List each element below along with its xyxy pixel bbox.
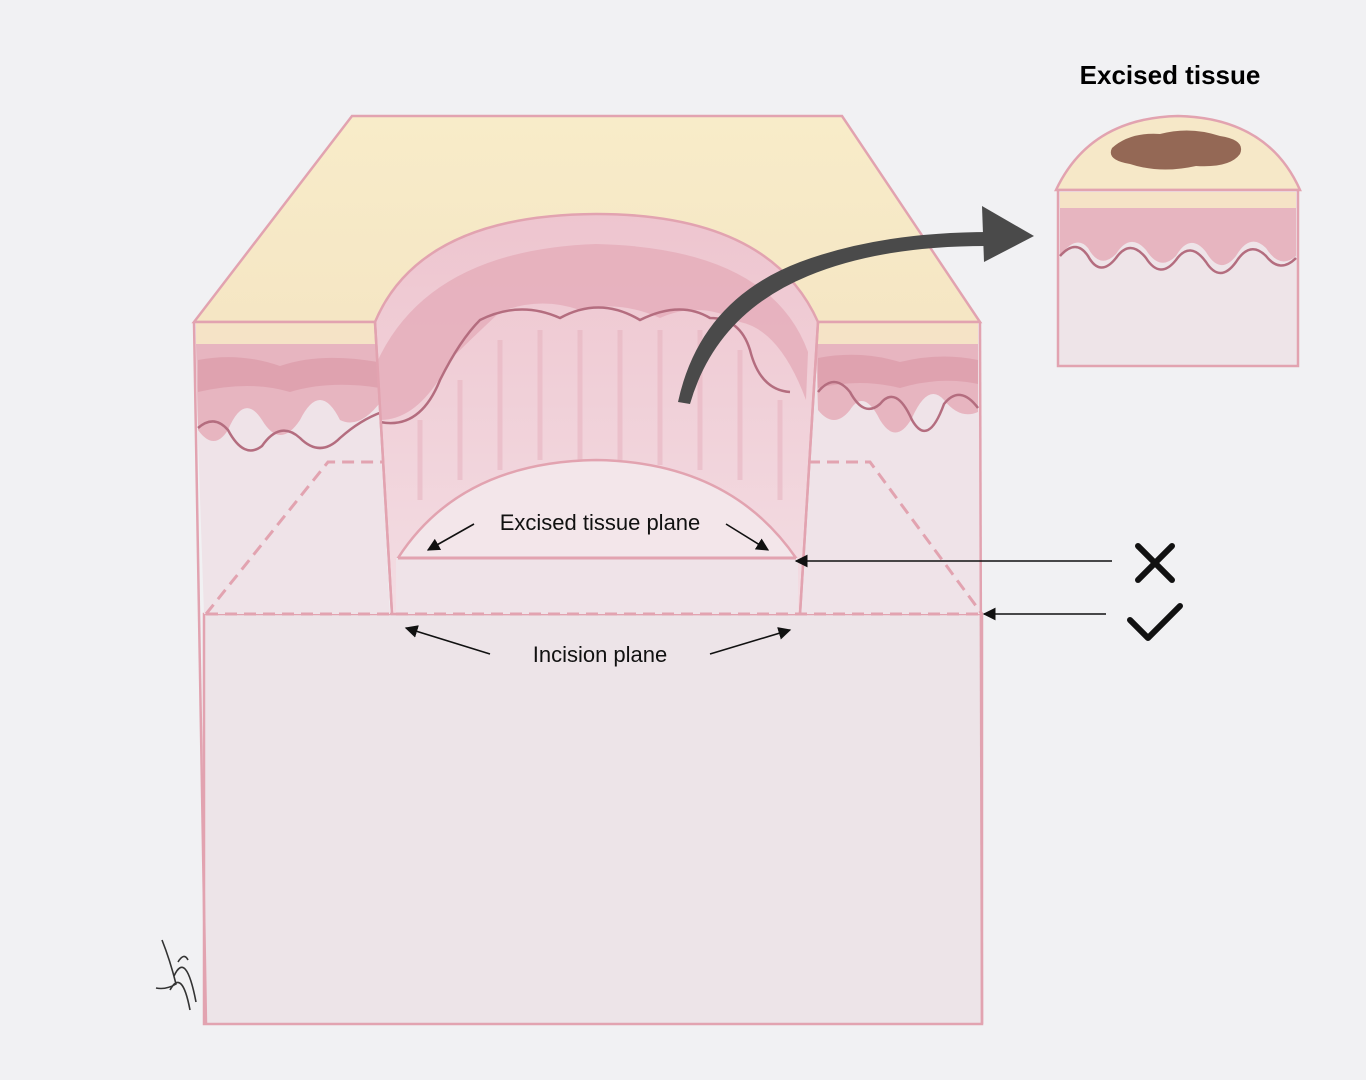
transfer-arrow-body	[678, 232, 990, 404]
check-icon	[1127, 603, 1183, 641]
transfer-arrow	[678, 206, 1034, 404]
specimen-dermis-band	[1060, 208, 1296, 266]
arrow-excised-plane-left	[426, 523, 475, 551]
incision-guide-right	[808, 460, 984, 615]
excised-tissue-title: Excised tissue	[1080, 60, 1261, 90]
excision-cavity	[373, 212, 820, 616]
incision-plane-label: Incision plane	[533, 642, 668, 667]
excised-tissue-plane-surface	[395, 458, 799, 560]
dermis-dark-right	[818, 354, 978, 388]
pointer-arrows	[404, 523, 1112, 655]
tissue-block	[191, 114, 984, 1026]
transfer-arrow-head	[982, 206, 1034, 262]
excised-tissue-plane-label: Excised tissue plane	[500, 510, 701, 535]
arrow-excised-plane-right	[725, 523, 770, 551]
dermal-epidermal-junction-left	[197, 410, 383, 452]
incision-plane-guides	[204, 460, 984, 616]
artist-signature	[155, 939, 197, 1011]
dermal-epidermal-junction-right	[817, 380, 979, 432]
cross-icon	[1135, 543, 1175, 583]
specimen-epidermis	[1060, 192, 1296, 208]
block-right-edge	[978, 321, 984, 1025]
cavity-left-edge	[373, 321, 394, 615]
arrow-incision-plane-right	[709, 627, 792, 655]
cavity-dermal-junction	[379, 306, 791, 425]
block-left-edge	[192, 321, 208, 1025]
dermis-dark-left	[198, 357, 380, 392]
specimen-dermal-junction	[1059, 245, 1297, 275]
arrow-incision-plane-left	[404, 625, 491, 655]
cavity-floor	[396, 558, 798, 614]
epidermis-strip-right	[818, 322, 978, 344]
cavity-dermis-band	[378, 244, 808, 420]
subcutis-block	[202, 612, 984, 1026]
incision-guide-left	[204, 460, 384, 615]
epidermis-strip-left	[196, 322, 376, 344]
lesion-pigment	[1110, 130, 1242, 170]
excised-specimen	[1054, 114, 1302, 368]
